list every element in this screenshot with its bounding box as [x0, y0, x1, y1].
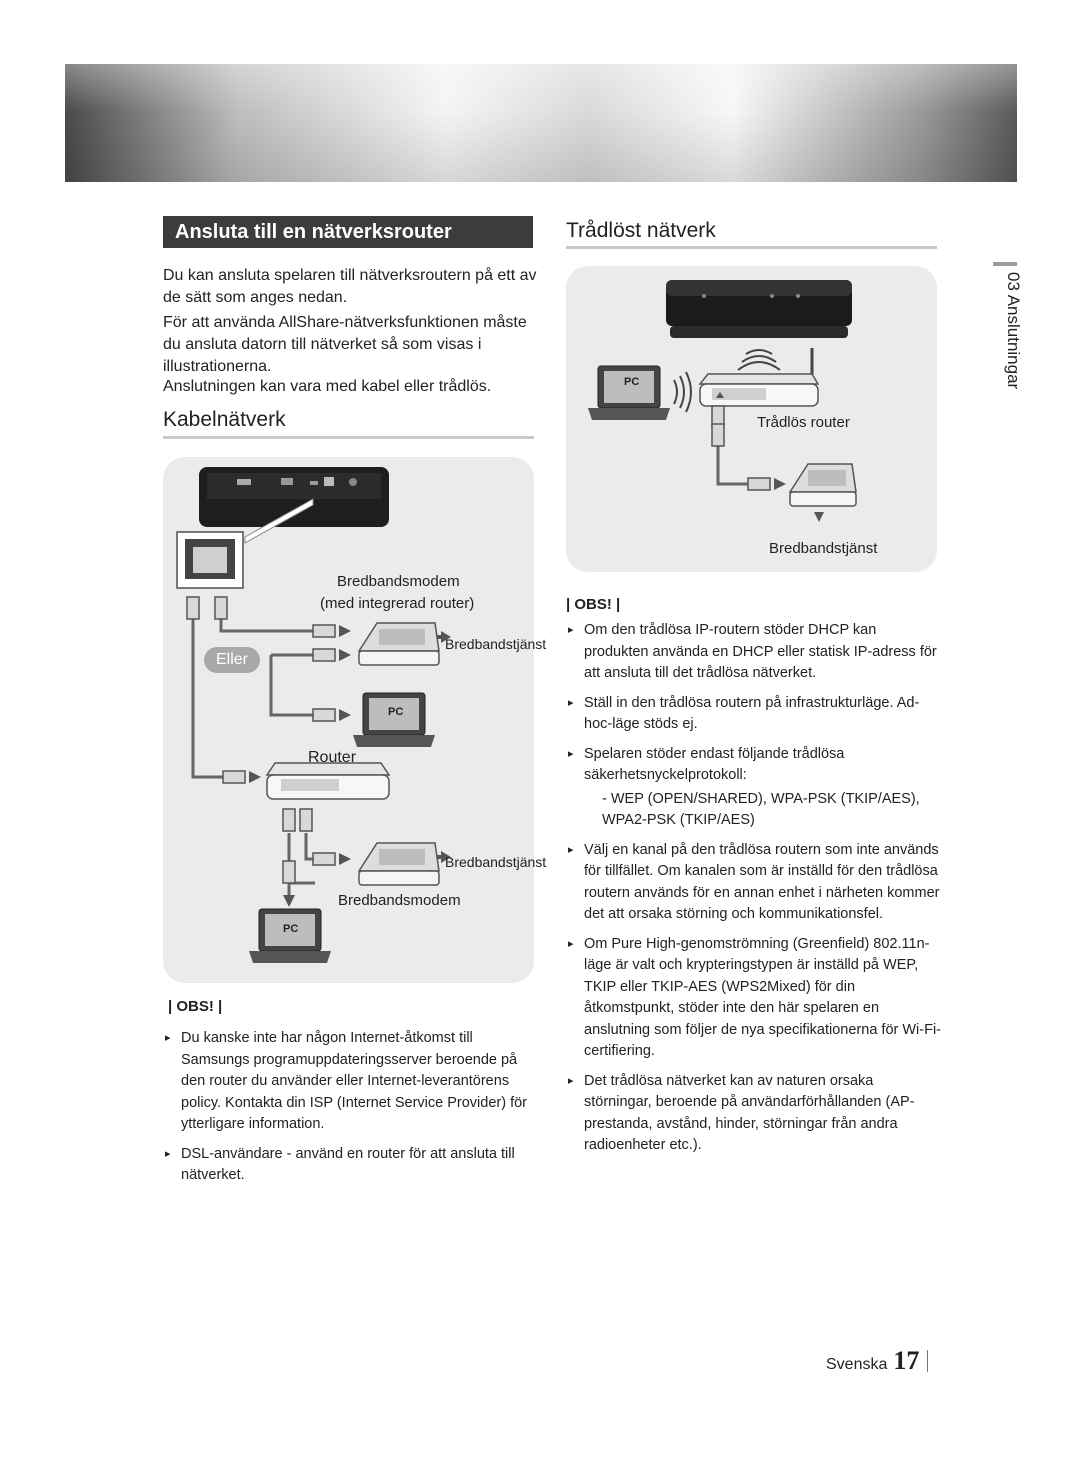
triangle-right-icon: ▸ — [568, 747, 574, 760]
triangle-right-icon: ▸ — [165, 1147, 171, 1160]
wireless-pc-laptop — [588, 365, 670, 420]
list-item: ▸ DSL-användare - använd en router för at… — [163, 1144, 535, 1187]
list-item: ▸ Det trådlösa nätverket kan av naturen o… — [566, 1071, 941, 1157]
triangle-right-icon: ▸ — [165, 1032, 171, 1044]
broadband-service-label-2: Bredbandstjänst — [445, 854, 547, 870]
list-item-text: Om den trådlösa IP-routern stöder DHCP k… — [584, 622, 937, 681]
modem-router-label-2: (med integrerad router) — [320, 595, 475, 612]
triangle-right-icon: ▸ — [568, 937, 574, 950]
list-item: ▸ Du kanske inte har någon Internet-åtkom… — [163, 1028, 535, 1136]
wired-notes-list: ▸ Du kanske inte har någon Internet-åtkom… — [163, 1028, 535, 1195]
pc-laptop-1 — [353, 692, 435, 747]
footer-divider — [927, 1350, 929, 1372]
list-item-text: Ställ in den trådlösa routern på infrast… — [584, 694, 920, 733]
list-item: ▸ Välj en kanal på den trådlösa routern s… — [566, 840, 941, 926]
modem-device — [357, 842, 440, 886]
wired-heading-rule — [163, 436, 534, 439]
header-banner — [65, 64, 1017, 182]
modem-router-label-1: Bredbandsmodem — [337, 573, 460, 590]
wireless-notes-list: ▸ Om den trådlösa IP-routern stöder DHCP … — [566, 620, 941, 1165]
footer-language: Svenska — [826, 1356, 888, 1373]
wireless-modem-device — [788, 463, 857, 507]
list-item: ▸ Om den trådlösa IP-routern stöder DHCP … — [566, 620, 941, 685]
list-item-text: DSL-användare - använd en router för att… — [181, 1145, 515, 1184]
protocol-subnote: - WEP (OPEN/SHARED), WPA-PSK (TKIP/AES),… — [602, 790, 920, 829]
side-tab-marker — [993, 262, 1017, 266]
triangle-right-icon: ▸ — [568, 1074, 574, 1087]
wireless-pc-label: PC — [624, 376, 640, 388]
pc-label-2: PC — [283, 923, 299, 935]
wireless-diagram — [588, 280, 857, 522]
list-item: ▸ Ställ in den trådlösa routern på infras… — [566, 693, 941, 736]
list-item: ▸ Spelaren stöder endast följande trådlös… — [566, 744, 941, 832]
list-item-text: Om Pure High-genomströmning (Greenfield)… — [584, 935, 942, 1060]
modem-router-device — [357, 622, 440, 666]
section-title: Ansluta till en nätverksrouter — [163, 216, 533, 248]
wireless-heading: Trådlöst nätverk — [566, 219, 716, 242]
page-footer: Svenska 17 — [826, 1346, 929, 1376]
triangle-right-icon: ▸ — [568, 624, 574, 636]
page-number: 17 — [893, 1346, 920, 1375]
bluray-player — [666, 280, 852, 338]
wireless-router-device — [698, 348, 820, 407]
wired-diagram — [176, 467, 451, 963]
side-tab-label: 03 Anslutningar — [1004, 272, 1023, 390]
triangle-right-icon: ▸ — [568, 696, 574, 709]
wired-obs-title: | OBS! | — [168, 998, 223, 1015]
intro-paragraph-2: För att använda AllShare-nätverksfunktio… — [163, 314, 527, 375]
intro-paragraph-1: Du kan ansluta spelaren till nätverksrou… — [163, 267, 537, 306]
wireless-router-label: Trådlös router — [757, 414, 850, 431]
list-item-text: Välj en kanal på den trådlösa routern so… — [584, 841, 940, 923]
list-item-text: Spelaren stöder endast följande trådlösa… — [584, 745, 845, 784]
router-label: Router — [308, 749, 357, 766]
triangle-right-icon: ▸ — [568, 843, 574, 856]
or-badge: Eller — [204, 647, 260, 673]
wired-heading: Kabelnätverk — [163, 408, 286, 431]
wireless-obs-title: | OBS! | — [566, 596, 621, 613]
pc-laptop-2 — [249, 908, 331, 963]
list-item: ▸ Om Pure High-genomströmning (Greenfield… — [566, 934, 941, 1063]
wireless-heading-rule — [566, 246, 937, 249]
router-device — [265, 762, 391, 800]
modem-label: Bredbandsmodem — [338, 892, 461, 909]
intro-paragraph-3: Anslutningen kan vara med kabel eller tr… — [163, 378, 492, 395]
pc-label-1: PC — [388, 706, 404, 718]
list-item-text: Du kanske inte har någon Internet-åtkoms… — [181, 1030, 528, 1132]
list-item-text: Det trådlösa nätverket kan av naturen or… — [584, 1072, 915, 1154]
wireless-broadband-label: Bredbandstjänst — [769, 540, 878, 557]
player-back-panel — [199, 467, 389, 527]
broadband-service-label-1: Bredbandstjänst — [445, 636, 547, 652]
